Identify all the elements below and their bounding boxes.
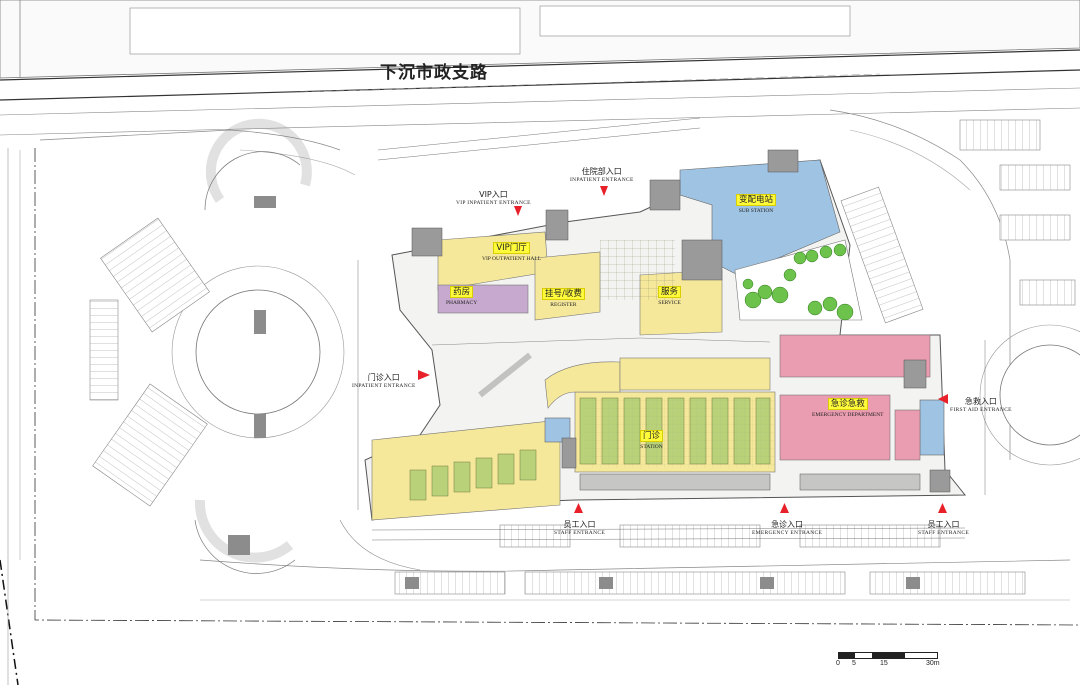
zone-substation: 变配电站 SUB STATION — [736, 194, 777, 216]
zone-clinic: 门诊 STATION — [640, 430, 664, 452]
entrance-vip-cn: VIP入口 — [479, 190, 508, 199]
entrance-first-aid-cn: 急救入口 — [964, 397, 997, 406]
zone-service-cn: 服务 — [658, 286, 682, 298]
entrance-inpatient-en: INPATIENT ENTRANCE — [570, 177, 634, 183]
zone-pharmacy: 药房 PHARMACY — [446, 286, 477, 308]
scale-segment — [872, 653, 905, 658]
zone-register-cn: 挂号/收费 — [542, 288, 585, 300]
zone-pharmacy-en: PHARMACY — [446, 300, 478, 306]
entrance-emergency-en: EMERGENCY ENTRANCE — [752, 530, 823, 536]
road-name: 下沉市政支路 — [380, 63, 488, 83]
scale-bar-graphic — [838, 652, 938, 659]
zone-substation-en: SUB STATION — [738, 208, 774, 214]
entrance-staff-east-cn: 员工入口 — [927, 520, 960, 529]
entrance-outpatient: 门诊入口 INPATIENT ENTRANCE — [352, 373, 416, 391]
scale-label: 5 — [852, 660, 856, 667]
entrance-inpatient: 住院部入口 INPATIENT ENTRANCE — [570, 167, 634, 185]
entrance-outpatient-en: INPATIENT ENTRANCE — [352, 383, 416, 389]
dimension-lines — [357, 117, 986, 541]
zone-clinic-cn: 门诊 — [640, 430, 664, 442]
entrance-staff-west-cn: 员工入口 — [563, 520, 596, 529]
zone-register: 挂号/收费 REGISTER — [542, 288, 585, 310]
zone-vip-hall: VIP门厅 VIP OUTPATIENT HALL — [482, 242, 541, 264]
zone-emergency-cn: 急诊急救 — [827, 398, 868, 410]
entrance-first-aid: 急救入口 FIRST AID ENTRANCE — [950, 397, 1012, 415]
zone-emergency-en: EMERGENCY DEPARTMENT — [812, 412, 884, 418]
entrance-staff-west-en: STAFF ENTRANCE — [554, 530, 605, 536]
entrance-inpatient-cn: 住院部入口 — [581, 167, 622, 176]
zone-vip-hall-en: VIP OUTPATIENT HALL — [482, 256, 542, 262]
scale-bar: 0 5 15 30m — [836, 652, 940, 667]
entrance-first-aid-en: FIRST AID ENTRANCE — [950, 407, 1012, 413]
entrance-staff-west: 员工入口 STAFF ENTRANCE — [554, 520, 605, 538]
zone-substation-cn: 变配电站 — [736, 194, 777, 206]
zone-service: 服务 SERVICE — [658, 286, 682, 308]
zone-service-en: SERVICE — [658, 300, 681, 306]
scale-label: 30m — [926, 660, 940, 667]
zone-clinic-en: STATION — [640, 444, 663, 450]
entrance-vip: VIP入口 VIP INPATIENT ENTRANCE — [456, 190, 531, 208]
south-parking — [394, 524, 1026, 595]
zone-pharmacy-cn: 药房 — [450, 286, 474, 298]
scale-label: 15 — [880, 660, 888, 667]
entrance-emergency-cn: 急诊入口 — [771, 520, 804, 529]
zone-emergency: 急诊急救 EMERGENCY DEPARTMENT — [812, 398, 884, 420]
zone-vip-hall-cn: VIP门厅 — [493, 242, 530, 254]
entrance-emergency: 急诊入口 EMERGENCY ENTRANCE — [752, 520, 822, 538]
scale-label: 0 — [836, 660, 840, 667]
zone-register-en: REGISTER — [550, 302, 577, 308]
west-roundabout — [89, 118, 345, 574]
entrance-staff-east-en: STAFF ENTRANCE — [918, 530, 969, 536]
entrance-staff-east: 员工入口 STAFF ENTRANCE — [918, 520, 969, 538]
entrance-vip-en: VIP INPATIENT ENTRANCE — [456, 200, 531, 206]
entrance-outpatient-cn: 门诊入口 — [367, 373, 400, 382]
east-roundabout — [840, 119, 1080, 466]
entrance-markers — [418, 186, 948, 513]
scale-segment — [839, 653, 855, 658]
